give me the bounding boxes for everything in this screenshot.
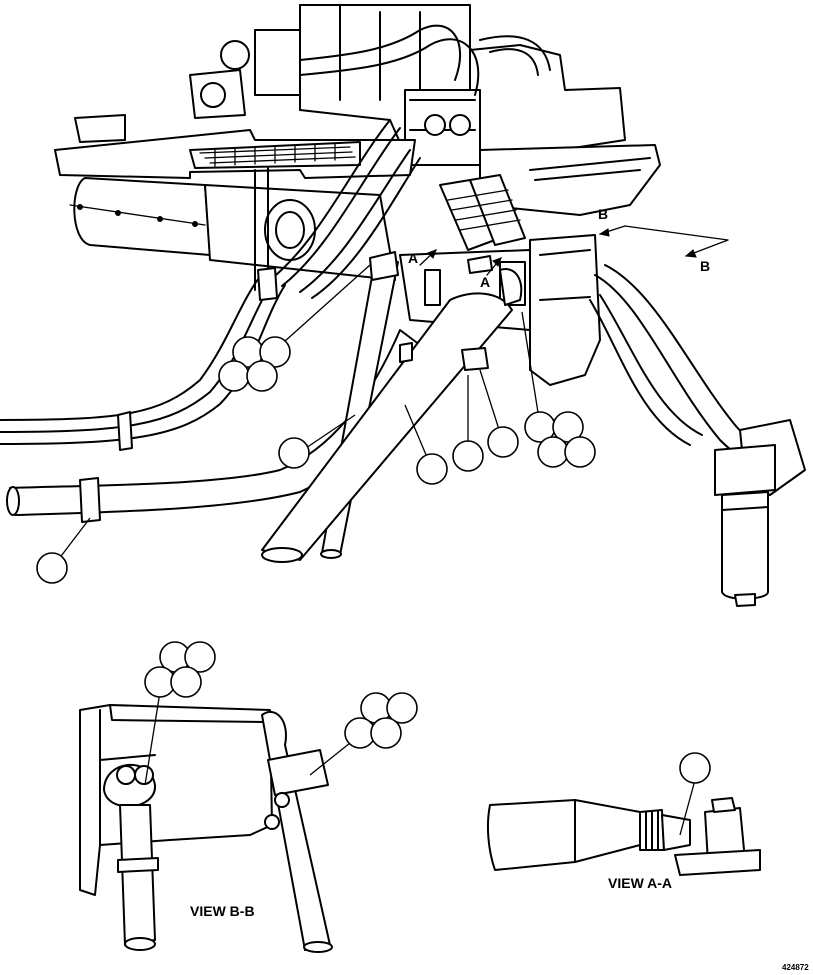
section-arrow-b-2: B xyxy=(624,225,729,274)
callout-circle xyxy=(537,436,569,468)
view-bb-label: VIEW B-B xyxy=(190,903,255,919)
callout-circle xyxy=(564,436,596,468)
section-label-b-1: B xyxy=(598,206,608,222)
callout-group-upper-left xyxy=(218,336,291,392)
callout-circle xyxy=(386,692,418,724)
callout-circle xyxy=(170,666,202,698)
section-label-a-1: A xyxy=(408,250,418,266)
section-label-a-2: A xyxy=(480,274,490,290)
callout-circle xyxy=(370,717,402,749)
right-valve-housing xyxy=(399,234,601,386)
callout-circle xyxy=(259,336,291,368)
callout-circle xyxy=(416,453,448,485)
callout-circle xyxy=(184,641,216,673)
callout-circle xyxy=(679,752,711,784)
main-assembly: A A B B xyxy=(0,4,806,607)
cylinder-tank xyxy=(69,167,396,291)
hoses-center xyxy=(261,251,523,563)
callout-circle xyxy=(278,437,310,469)
view-aa-detail: VIEW A-A xyxy=(486,752,761,891)
callout-circle xyxy=(487,426,519,458)
section-arrow-b-1: B xyxy=(598,206,626,237)
callout-group-right xyxy=(524,411,596,468)
callout-circle xyxy=(452,440,484,472)
section-arrow-a-1: A xyxy=(408,249,437,266)
view-aa-label: VIEW A-A xyxy=(608,875,672,891)
callout-circle xyxy=(246,360,278,392)
callout-circle xyxy=(36,552,68,584)
section-arrow-a-2: A xyxy=(480,257,502,290)
figure-number: 424872 xyxy=(782,963,809,972)
hose-bundle-left xyxy=(0,119,421,451)
valve-block-top xyxy=(189,4,626,166)
clamps xyxy=(399,255,493,371)
hose-fittings xyxy=(439,174,526,251)
callout-circle xyxy=(218,360,250,392)
platform-plate xyxy=(54,114,661,216)
section-label-b-2: B xyxy=(700,258,710,274)
view-bb-detail: VIEW B-B xyxy=(79,641,418,953)
filter-canister xyxy=(714,444,776,607)
